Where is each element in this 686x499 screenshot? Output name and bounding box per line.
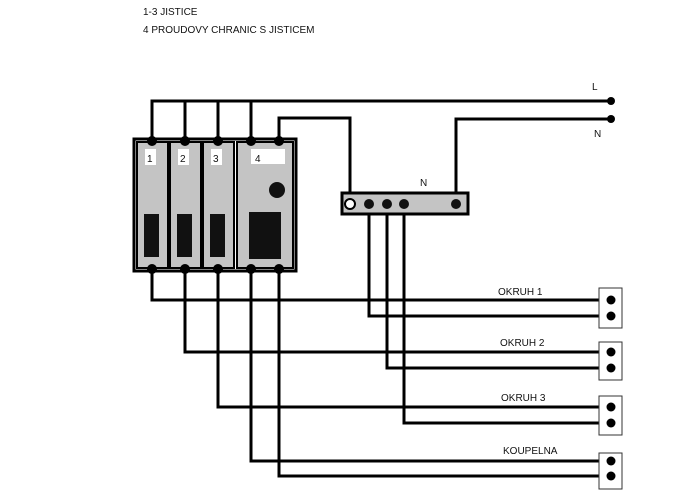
circuit-terminal-koupelna	[598, 452, 623, 490]
breaker-label-4: 4	[255, 154, 261, 165]
supply-label-l: L	[592, 82, 598, 93]
supply-label-n: N	[594, 129, 601, 140]
rcd-neutral-feed-wire	[277, 116, 352, 206]
legend-line-1: 1-3 JISTICE	[143, 7, 198, 18]
breaker-4-rcd: 4	[236, 141, 294, 269]
circuit-terminal-okruh-1	[598, 287, 623, 329]
circuit-terminal-okruh-2	[598, 341, 623, 381]
breaker-terminals	[147, 136, 284, 274]
breaker-label-3: 3	[213, 154, 219, 165]
neutral-bar	[340, 191, 470, 216]
circuit-output-wires	[150, 267, 613, 478]
breaker-label-2: 2	[180, 154, 186, 165]
neutral-bar-output-wires	[367, 202, 613, 425]
supply-terminal-n	[607, 115, 615, 123]
circuit-terminal-okruh-3	[598, 395, 623, 436]
breaker-3: 3	[202, 141, 235, 269]
breaker-2: 2	[169, 141, 202, 269]
circuit-label-okruh-3: OKRUH 3	[501, 393, 546, 404]
neutral-supply-wire	[454, 117, 613, 206]
phase-supply-wire	[150, 99, 613, 143]
circuit-label-okruh-1: OKRUH 1	[498, 287, 543, 298]
neutral-bar-label: N	[420, 178, 427, 189]
breaker-1: 1	[136, 141, 169, 269]
supply-terminal-l	[607, 97, 615, 105]
rcd-test-button-icon	[269, 182, 285, 198]
legend-line-2: 4 PROUDOVY CHRANIC S JISTICEM	[143, 25, 315, 36]
circuit-label-okruh-2: OKRUH 2	[500, 338, 545, 349]
breaker-label-1: 1	[147, 154, 153, 165]
circuit-label-koupelna: KOUPELNA	[503, 446, 558, 457]
